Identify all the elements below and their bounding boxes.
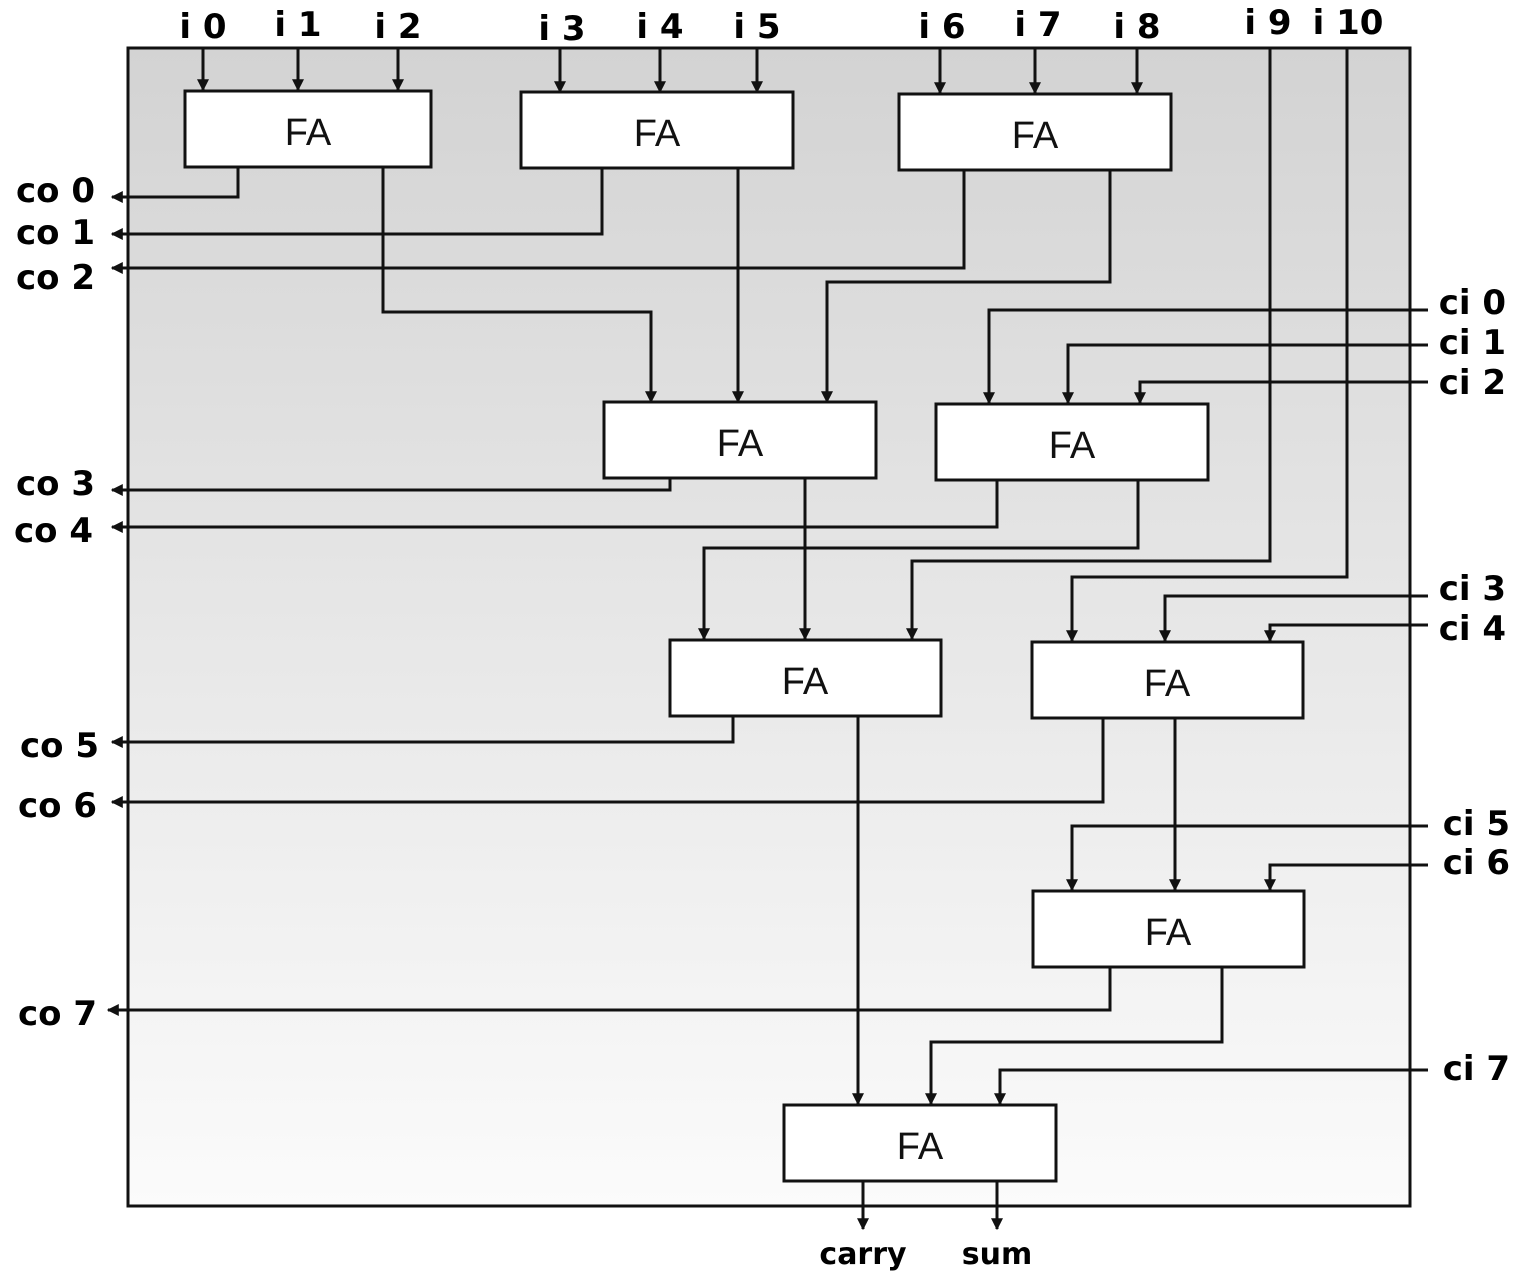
carry-in-label-1: ci 1: [1439, 323, 1506, 363]
full-adder-3: FA: [897, 92, 1173, 172]
input-label-i0: i 0: [179, 7, 226, 47]
input-label-i5: i 5: [733, 7, 780, 47]
full-adder-9: FA: [782, 1103, 1058, 1183]
carry-out-labels: co 0 co 1 co 2 co 3 co 4 co 5 co 6 co 7: [14, 171, 99, 1034]
fa-label: FA: [717, 423, 764, 465]
input-label-i6: i 6: [918, 7, 965, 47]
input-label-i7: i 7: [1014, 5, 1061, 45]
carry-in-label-2: ci 2: [1439, 363, 1506, 403]
carry-out-label-0: co 0: [16, 171, 95, 211]
wires: [106, 48, 1428, 1231]
input-label-i8: i 8: [1113, 7, 1160, 47]
fa-label: FA: [1144, 663, 1191, 705]
fa-label: FA: [1012, 115, 1059, 157]
carry-in-labels: ci 0 ci 1 ci 2 ci 3 ci 4 ci 5 ci 6 ci 7: [1439, 283, 1510, 1089]
module-frame: [126, 46, 1412, 1208]
full-adder-2: FA: [519, 90, 795, 170]
input-label-i3: i 3: [538, 9, 585, 49]
output-labels: carry sum: [819, 1237, 1032, 1272]
carry-in-label-6: ci 6: [1443, 843, 1510, 883]
carry-out-label-7: co 7: [18, 994, 97, 1034]
input-label-i9: i 9: [1244, 3, 1291, 43]
carry-in-label-5: ci 5: [1443, 804, 1510, 844]
sum-output-label: sum: [962, 1237, 1032, 1272]
carry-in-label-4: ci 4: [1439, 609, 1506, 649]
fa-label: FA: [1049, 425, 1096, 467]
input-label-i10: i 10: [1313, 3, 1384, 43]
fa-label: FA: [634, 113, 681, 155]
input-label-i1: i 1: [274, 5, 321, 45]
carry-out-label-2: co 2: [16, 258, 95, 298]
fa-label: FA: [1145, 912, 1192, 954]
carry-in-label-3: ci 3: [1439, 569, 1506, 609]
full-adder-6: FA: [668, 638, 943, 718]
full-adder-7: FA: [1030, 640, 1305, 720]
top-input-labels: i 0 i 1 i 2 i 3 i 4 i 5 i 6 i 7 i 8 i 9 …: [179, 3, 1383, 49]
fa-label: FA: [782, 661, 829, 703]
carry-out-label-1: co 1: [16, 213, 95, 253]
carry-out-label-6: co 6: [18, 786, 97, 826]
input-label-i2: i 2: [374, 7, 421, 47]
input-label-i4: i 4: [636, 7, 683, 47]
carry-in-label-0: ci 0: [1439, 283, 1506, 323]
carry-out-label-4: co 4: [14, 511, 93, 551]
carry-out-label-3: co 3: [16, 464, 95, 504]
carry-output-label: carry: [819, 1237, 907, 1272]
carry-in-label-7: ci 7: [1443, 1049, 1510, 1089]
fa-label: FA: [285, 112, 332, 154]
carry-out-label-5: co 5: [20, 726, 99, 766]
fa-label: FA: [897, 1126, 944, 1168]
full-adder-5: FA: [934, 402, 1210, 482]
full-adder-4: FA: [602, 400, 878, 480]
full-adder-1: FA: [183, 89, 433, 169]
full-adder-8: FA: [1031, 889, 1306, 969]
